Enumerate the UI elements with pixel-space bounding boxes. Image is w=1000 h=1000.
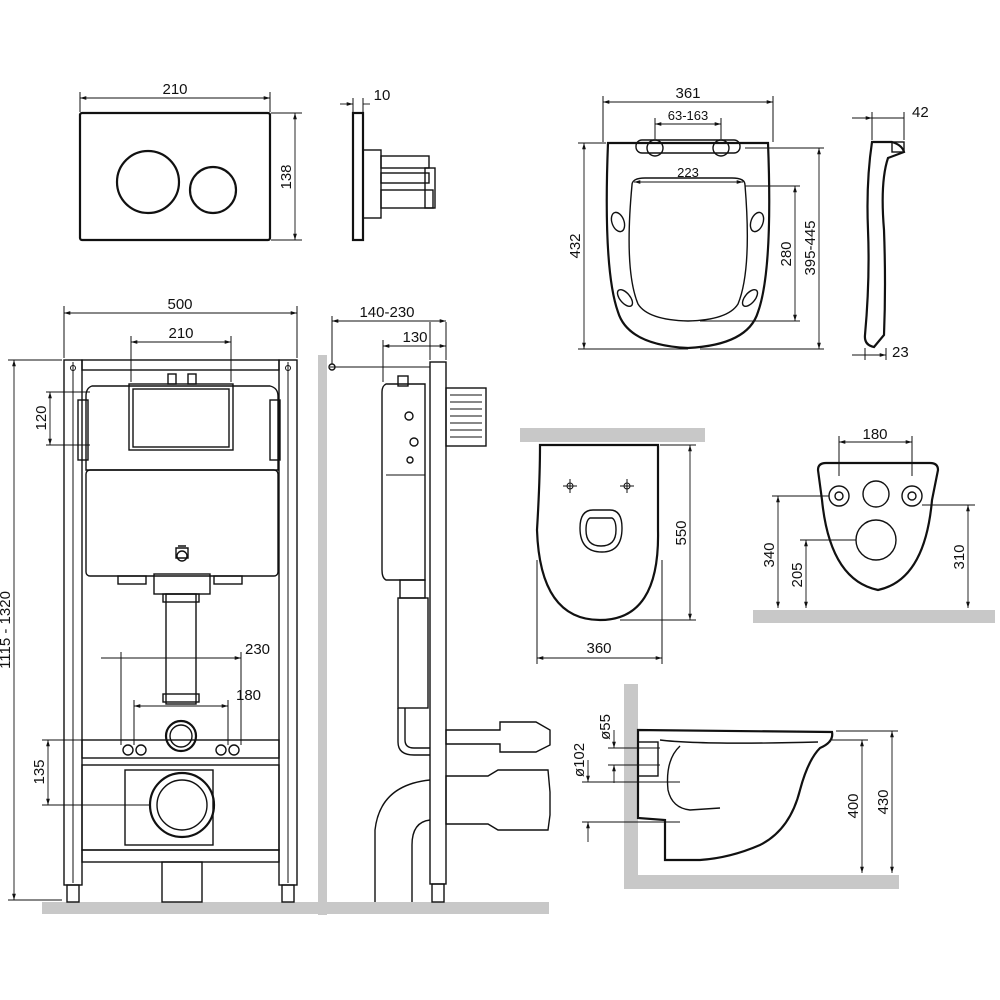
dim-pipe-102: ø102 bbox=[571, 743, 588, 777]
flush-button-large-icon bbox=[115, 149, 181, 215]
side-floor bbox=[327, 902, 549, 914]
dim-plate-depth: 10 bbox=[374, 87, 391, 104]
flush-button-small-icon bbox=[188, 165, 238, 215]
dim-frame-depth-range: 140-230 bbox=[359, 304, 414, 321]
dim-bowl-length: 550 bbox=[673, 520, 690, 545]
side-wall bbox=[318, 355, 327, 915]
bowl-top-opening bbox=[579, 509, 623, 553]
dim-height-310: 310 bbox=[951, 544, 968, 569]
outlet-icon bbox=[855, 519, 897, 561]
frame-crossbar bbox=[81, 739, 280, 759]
hinge-left-icon bbox=[646, 139, 664, 157]
dim-hinge-spacing: 63-163 bbox=[668, 108, 708, 123]
seat-outline bbox=[605, 141, 771, 350]
bowl-side-floor bbox=[624, 875, 899, 889]
dim-stud-outer: 230 bbox=[245, 641, 270, 658]
dim-frame-total-height: 1115 - 1320 bbox=[0, 591, 14, 669]
frame-foot-left bbox=[66, 884, 80, 903]
cistern-valve-icon bbox=[175, 545, 189, 559]
drain-outlet-icon bbox=[148, 771, 216, 839]
dim-height-340: 340 bbox=[761, 542, 778, 567]
dim-tank-offset: 120 bbox=[33, 405, 50, 430]
dim-seat-inner-width: 223 bbox=[677, 165, 699, 180]
plate-side-outline bbox=[351, 111, 365, 242]
seat-side-view: 42 23 bbox=[852, 104, 929, 361]
dim-seat-mount-range: 395-445 bbox=[802, 220, 819, 275]
flush-plate-side-view: 10 bbox=[340, 87, 436, 242]
dim-bowl-width: 360 bbox=[586, 640, 611, 657]
dim-frame-width: 500 bbox=[167, 296, 192, 313]
side-flush-pipe bbox=[397, 597, 429, 709]
cistern-service-opening bbox=[128, 383, 234, 451]
flush-pipe bbox=[165, 593, 197, 705]
bowl-top-wall bbox=[520, 428, 705, 442]
dim-pipe-55: ø55 bbox=[597, 714, 614, 740]
dim-seat-width: 361 bbox=[675, 85, 700, 102]
dim-height-205: 205 bbox=[789, 562, 806, 587]
bowl-back-view: 180 340 205 310 bbox=[753, 426, 995, 623]
cistern-side bbox=[381, 383, 426, 581]
drain-connector bbox=[445, 769, 551, 831]
flush-plate-outline bbox=[78, 111, 272, 242]
bowl-back-outline bbox=[816, 461, 940, 592]
seat-top-view: 361 63-163 223 432 280 395-445 bbox=[567, 85, 824, 350]
bowl-top-outline bbox=[535, 443, 660, 622]
dim-height-430: 430 bbox=[875, 789, 892, 814]
dim-plate-height: 138 bbox=[278, 164, 295, 189]
dim-height-400: 400 bbox=[845, 793, 862, 818]
flush-connector bbox=[445, 721, 551, 753]
bowl-side-wall bbox=[624, 684, 638, 889]
drain-pipe-stub bbox=[161, 861, 203, 903]
hinge-right-icon bbox=[712, 139, 730, 157]
installation-frame-front-view: 500 210 120 1115 - 1320 230 180 135 bbox=[0, 296, 325, 914]
frame-floor bbox=[42, 902, 325, 914]
bowl-side-outline bbox=[636, 728, 834, 862]
dim-tank-width: 210 bbox=[168, 325, 193, 342]
dim-seat-inner-length: 280 bbox=[778, 241, 795, 266]
dim-drain-height: 135 bbox=[31, 759, 48, 784]
bowl-back-floor bbox=[753, 610, 995, 623]
flush-plate-front-view: 210 138 bbox=[78, 81, 302, 242]
dim-frame-depth: 130 bbox=[402, 329, 427, 346]
dim-stud-spacing: 180 bbox=[862, 426, 887, 443]
dim-seat-length: 432 bbox=[567, 233, 584, 258]
frame-side-upright bbox=[429, 361, 447, 885]
bowl-side-view: ø55 ø102 400 430 bbox=[571, 684, 899, 889]
dim-seat-side-bottom: 23 bbox=[892, 344, 909, 361]
dim-seat-side-top: 42 bbox=[912, 104, 929, 121]
cistern-body bbox=[85, 469, 279, 577]
dim-stud-inner: 180 bbox=[236, 687, 261, 704]
dim-plate-width: 210 bbox=[162, 81, 187, 98]
seat-inner-outline bbox=[628, 177, 749, 322]
installation-frame-side-view: 140-230 130 bbox=[318, 304, 551, 915]
seat-side-outline bbox=[863, 140, 906, 349]
flush-actuator-housing bbox=[445, 387, 487, 447]
flush-inlet-icon bbox=[862, 480, 890, 508]
bowl-top-view: 550 360 bbox=[520, 428, 705, 664]
frame-foot-right bbox=[281, 884, 295, 903]
cistern-upper bbox=[85, 385, 279, 471]
